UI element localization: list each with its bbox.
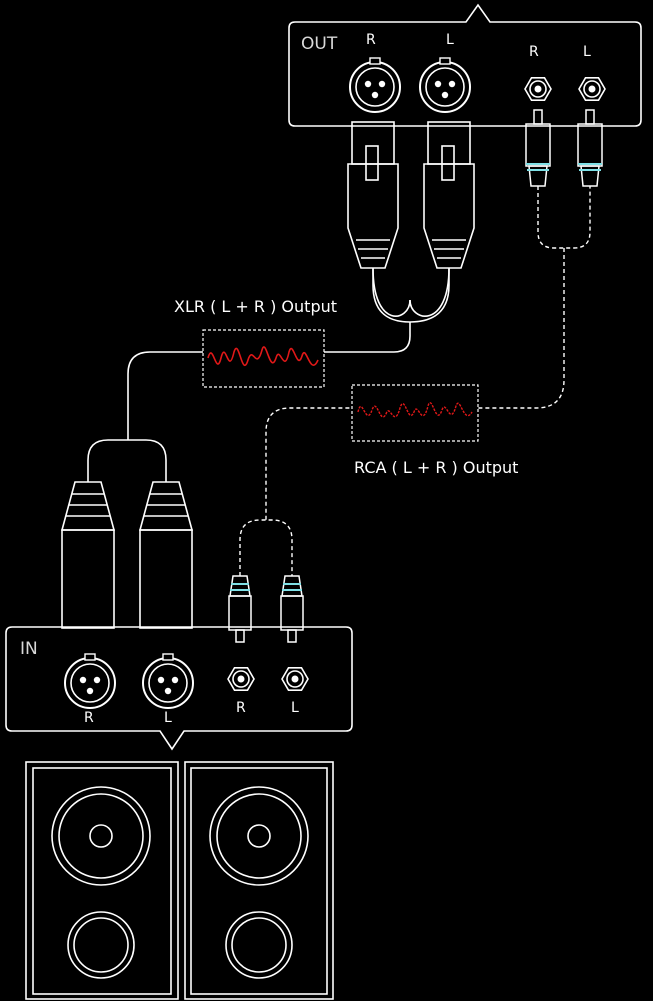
output-panel-title: OUT (301, 34, 338, 54)
rca-out-r-label: R (529, 44, 539, 60)
rca-out-l-socket-icon (578, 77, 606, 101)
xlr-waveform-icon (207, 346, 319, 367)
rca-in-r-socket-icon (227, 666, 255, 692)
xlr-out-l-label: L (446, 32, 454, 48)
speaker-right-icon (184, 761, 334, 1000)
xlr-in-r-plug-icon (60, 481, 116, 629)
rca-output-caption: RCA ( L + R ) Output (354, 458, 519, 477)
xlr-out-r-socket-icon (349, 57, 401, 113)
rca-in-r-label: R (236, 700, 246, 716)
input-panel (5, 626, 353, 751)
xlr-in-r-socket-icon (64, 653, 116, 709)
rca-in-l-plug-icon (280, 575, 304, 643)
rca-waveform-icon (357, 402, 473, 418)
rca-out-r-plug-icon (525, 109, 551, 187)
rca-signal-box (351, 384, 479, 442)
rca-out-r-socket-icon (524, 77, 552, 101)
rca-in-r-plug-icon (228, 575, 252, 643)
rca-cable (239, 186, 591, 576)
xlr-in-l-plug-icon (138, 481, 194, 629)
xlr-output-caption: XLR ( L + R ) Output (174, 297, 338, 316)
speaker-left-icon (25, 761, 179, 1000)
xlr-out-r-plug-icon (347, 121, 399, 269)
xlr-out-l-socket-icon (419, 57, 471, 113)
xlr-out-r-label: R (366, 32, 376, 48)
output-panel (288, 3, 642, 127)
xlr-out-l-plug-icon (423, 121, 475, 269)
rca-out-l-label: L (583, 44, 591, 60)
xlr-in-r-label: R (84, 710, 94, 726)
xlr-signal-box (202, 329, 325, 388)
xlr-in-l-label: L (164, 710, 172, 726)
input-panel-title: IN (20, 639, 38, 659)
rca-in-l-socket-icon (281, 666, 309, 692)
rca-in-l-label: L (291, 700, 299, 716)
rca-out-l-plug-icon (577, 109, 603, 187)
xlr-in-l-socket-icon (142, 653, 194, 709)
